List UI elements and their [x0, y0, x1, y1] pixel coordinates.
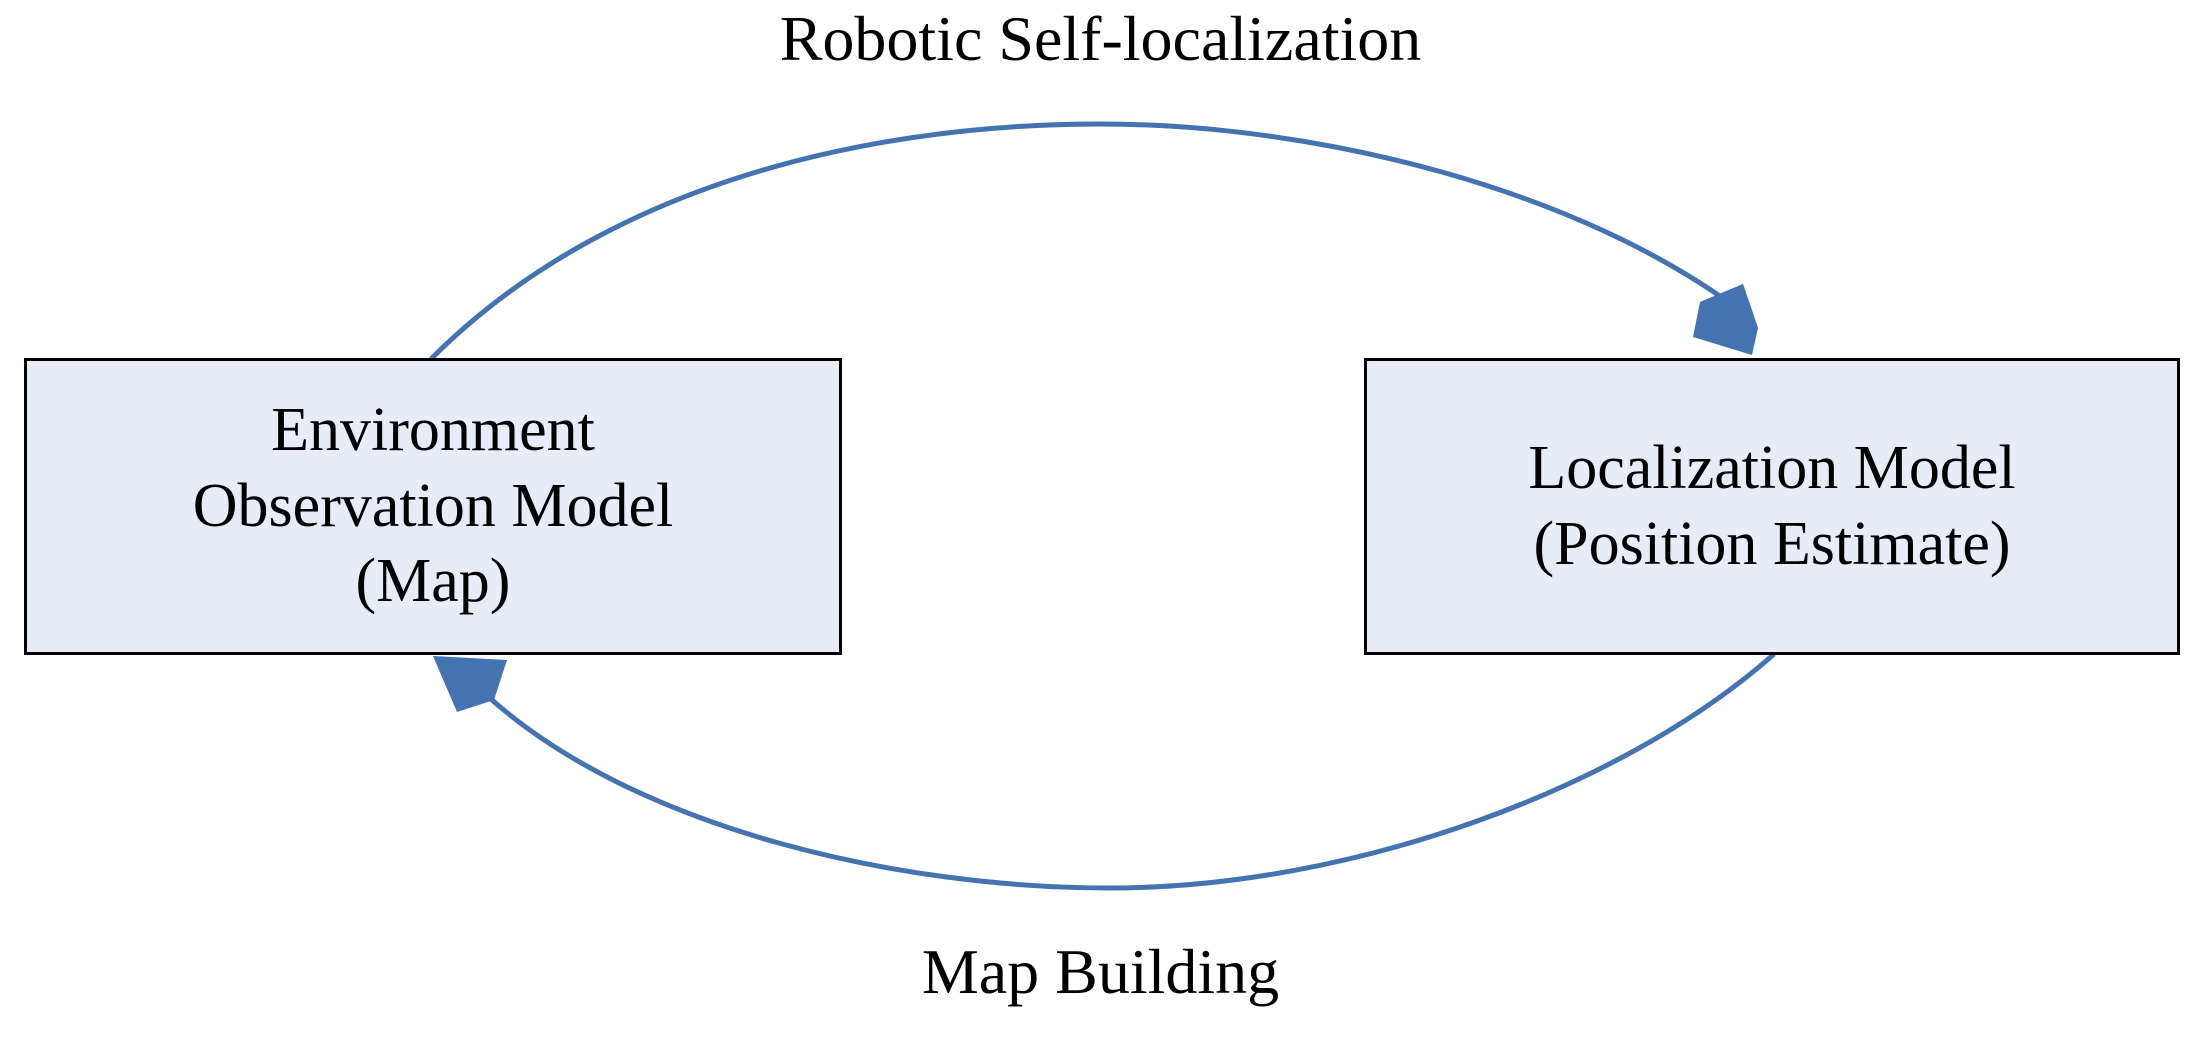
- bottom-arrow-path: [489, 652, 1776, 891]
- node-environment-observation-model[interactable]: Environment Observation Model (Map): [24, 358, 842, 655]
- node-localization-model-label: Localization Model (Position Estimate): [1528, 433, 2016, 578]
- top-edge-label: Robotic Self-localization: [779, 3, 1422, 74]
- node-localization-model[interactable]: Localization Model (Position Estimate): [1364, 358, 2180, 655]
- top-arrow-path: [429, 121, 1745, 361]
- bottom-arrowhead-tip-icon: [433, 656, 507, 712]
- top-arrowhead-tip-icon: [1693, 284, 1758, 355]
- bottom-edge-label: Map Building: [921, 936, 1280, 1007]
- node-environment-observation-model-label: Environment Observation Model (Map): [192, 396, 674, 616]
